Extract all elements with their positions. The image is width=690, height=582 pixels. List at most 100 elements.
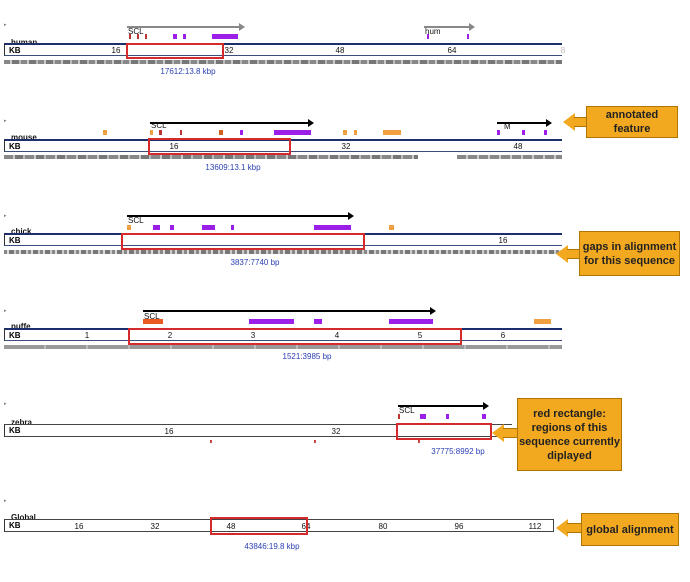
callout-red-rect-text: red rectangle: regions of this sequence … — [517, 398, 622, 471]
species-label: Global — [11, 513, 36, 522]
species-label: puffe — [11, 322, 31, 331]
track-handle-icon[interactable]: ▸ — [4, 118, 7, 124]
sequence-ruler[interactable]: KB — [4, 43, 562, 56]
tick-label: 2 — [167, 331, 173, 340]
gene-label-scl: SCL — [144, 312, 160, 321]
feature-mark[interactable] — [497, 130, 500, 135]
tick-label: 4 — [334, 331, 340, 340]
units-label: KB — [9, 331, 21, 340]
feature-mark[interactable] — [343, 130, 347, 135]
feature-mark[interactable] — [249, 319, 294, 324]
gene-arrow-scl[interactable] — [127, 212, 354, 220]
callout-arrow-icon — [556, 519, 568, 537]
gene-arrow-m[interactable] — [497, 119, 552, 127]
units-label: KB — [9, 142, 21, 151]
gene-label-scl: SCL — [128, 216, 144, 225]
feature-mark[interactable] — [467, 34, 469, 39]
feature-mark[interactable] — [534, 319, 551, 324]
track-handle-icon[interactable]: ▸ — [4, 401, 7, 407]
alignment-gap-bar — [4, 155, 418, 159]
units-label: KB — [9, 521, 21, 530]
feature-mark[interactable] — [129, 34, 131, 39]
callout-arrow-icon — [563, 113, 575, 131]
gene-arrow-scl[interactable] — [398, 402, 489, 410]
feature-mark[interactable] — [143, 319, 163, 324]
feature-mark[interactable] — [482, 414, 486, 419]
gene-label-m: M — [504, 122, 511, 131]
feature-mark[interactable] — [420, 414, 426, 419]
track-handle-icon[interactable]: ▸ — [4, 213, 7, 219]
feature-mark[interactable] — [389, 225, 394, 230]
feature-mark[interactable] — [219, 130, 223, 135]
feature-mark[interactable] — [145, 34, 147, 39]
sequence-ruler[interactable]: KB — [4, 139, 562, 152]
feature-mark[interactable] — [314, 225, 351, 230]
feature-mark[interactable] — [137, 34, 139, 39]
tick-label: 16 — [164, 427, 174, 436]
feature-mark[interactable] — [127, 225, 131, 230]
feature-mark[interactable] — [389, 319, 433, 324]
units-label: KB — [9, 236, 21, 245]
feature-mark[interactable] — [212, 34, 238, 39]
feature-mark[interactable] — [274, 130, 311, 135]
gene-label-hum: hum — [425, 27, 441, 36]
region-coordinates: 3837:7740 bp — [230, 258, 280, 267]
feature-mark[interactable] — [103, 130, 107, 135]
feature-mark[interactable] — [383, 130, 401, 135]
species-label: human — [11, 38, 37, 47]
feature-mark[interactable] — [183, 34, 186, 39]
visible-region-rect[interactable] — [128, 328, 462, 345]
callout-gaps-text: gaps in alignment for this sequence — [579, 231, 680, 276]
feature-mark[interactable] — [398, 414, 400, 419]
visible-region-rect[interactable] — [126, 43, 224, 59]
tick-label: 16 — [498, 236, 508, 245]
feature-mark[interactable] — [159, 130, 162, 135]
feature-mark[interactable] — [231, 225, 234, 230]
region-coordinates: 43846:19.8 kbp — [244, 542, 300, 551]
region-coordinates: 1521:3985 bp — [282, 352, 332, 361]
tick-label: 16 — [111, 46, 121, 55]
feature-mark[interactable] — [180, 130, 182, 135]
visible-region-rect[interactable] — [121, 233, 365, 250]
feature-mark[interactable] — [202, 225, 215, 230]
feature-mark[interactable] — [240, 130, 243, 135]
tick-label: 16 — [74, 522, 84, 531]
region-coordinates: 17612:13.8 kbp — [160, 67, 216, 76]
feature-mark[interactable] — [544, 130, 547, 135]
feature-mark[interactable] — [153, 225, 160, 230]
gene-arrow-scl[interactable] — [143, 307, 436, 315]
gene-label-scl: SCL — [128, 27, 144, 36]
gene-arrow-hum[interactable] — [424, 23, 475, 31]
gene-arrow-scl[interactable] — [127, 23, 245, 31]
feature-mark[interactable] — [427, 34, 429, 39]
species-label: zebra — [11, 418, 32, 427]
gene-label-scl: SCL — [151, 121, 167, 130]
feature-mark[interactable] — [354, 130, 357, 135]
tick-label: 32 — [224, 46, 234, 55]
feature-mark[interactable] — [170, 225, 174, 230]
feature-mark[interactable] — [446, 414, 449, 419]
visible-region-rect[interactable] — [396, 423, 492, 440]
callout-global-text: global alignment — [581, 513, 679, 546]
tick-label: 1 — [84, 331, 90, 340]
tick-label: 48 — [335, 46, 345, 55]
visible-region-rect[interactable] — [210, 517, 308, 535]
alignment-gap-bar — [120, 440, 500, 443]
tick-label: 16 — [169, 142, 179, 151]
feature-mark[interactable] — [150, 130, 153, 135]
feature-mark[interactable] — [173, 34, 177, 39]
track-handle-icon[interactable]: ▸ — [4, 22, 7, 28]
alignment-gap-bar — [4, 345, 562, 349]
sequence-ruler[interactable]: KB — [4, 424, 512, 437]
tick-label: 6 — [500, 331, 506, 340]
track-handle-icon[interactable]: ▸ — [4, 308, 7, 314]
gene-arrow-scl[interactable] — [150, 119, 314, 127]
global-ruler[interactable]: KB — [4, 519, 554, 532]
feature-mark[interactable] — [314, 319, 322, 324]
visible-region-rect[interactable] — [148, 138, 291, 155]
units-label: KB — [9, 426, 21, 435]
tick-label: 96 — [454, 522, 464, 531]
feature-mark[interactable] — [522, 130, 525, 135]
tick-label: 48 — [513, 142, 523, 151]
track-handle-icon[interactable]: ▸ — [4, 498, 7, 504]
